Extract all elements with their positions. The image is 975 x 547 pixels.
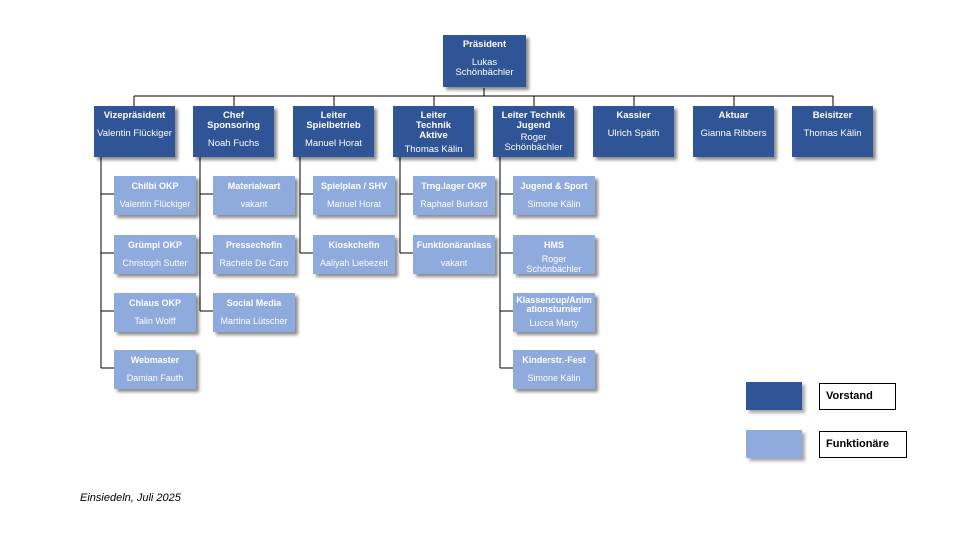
box-klassencup: Klassencup/Animationsturnier Lucca Marty	[513, 293, 595, 332]
person-name: Thomas Kälin	[404, 144, 463, 155]
legend-label-funktionaere: Funktionäre	[819, 431, 907, 458]
person-name: Lucca Marty	[529, 318, 579, 328]
box-hms: HMS Roger Schönbächler	[513, 235, 595, 274]
role-title: Chef Sponsoring	[207, 110, 260, 131]
role-title: Beisitzer	[812, 110, 853, 121]
person-name: Noah Fuchs	[207, 138, 260, 149]
box-webmaster: Webmaster Damian Fauth	[114, 350, 196, 389]
person-name: Lukas Schönbächler	[455, 57, 514, 78]
role-title: Materialwart	[227, 181, 281, 191]
person-name: Rachele De Caro	[219, 258, 289, 268]
person-name: Valentin Flückiger	[97, 128, 172, 139]
box-praesident: Präsident Lukas Schönbächler	[443, 35, 526, 87]
role-title: Webmaster	[130, 355, 180, 365]
person-name: vakant	[240, 199, 268, 209]
box-pressechefin: Pressechefin Rachele De Caro	[213, 235, 295, 274]
role-title: Social Media	[226, 298, 282, 308]
role-title: Klassencup/Animationsturnier	[516, 295, 592, 314]
person-name: Valentin Flückiger	[119, 199, 191, 209]
role-title: Pressechefin	[225, 240, 283, 250]
box-vizepraesident: Vizepräsident Valentin Flückiger	[94, 106, 175, 157]
person-name: Ulrich Späth	[607, 128, 660, 139]
box-kioskchefin: Kioskchefin Aaliyah Liebezeit	[313, 235, 395, 274]
role-title: Grümpi OKP	[127, 240, 182, 250]
box-aktuar: Aktuar Gianna Ribbers	[693, 106, 774, 157]
legend-label-vorstand: Vorstand	[819, 383, 896, 410]
role-title: Funktionäranlass	[416, 240, 492, 250]
box-social-media: Social Media Martina Lütscher	[213, 293, 295, 332]
person-name: Thomas Kälin	[803, 128, 862, 139]
legend-swatch-funktionaere	[746, 430, 802, 458]
person-name: Aaliyah Liebezeit	[319, 258, 389, 268]
person-name: Damian Fauth	[126, 373, 184, 383]
role-title: Aktuar	[718, 110, 749, 121]
person-name: Martina Lütscher	[220, 316, 288, 326]
box-trainingslager-okp: Trng.lager OKP Raphael Burkard	[413, 176, 495, 215]
legend-swatch-vorstand	[746, 382, 802, 410]
person-name: vakant	[440, 258, 468, 268]
box-kinderstrassenfest: Kinderstr.-Fest Simone Kälin	[513, 350, 595, 389]
box-chef-sponsoring: Chef Sponsoring Noah Fuchs	[193, 106, 274, 157]
box-chlaus-okp: Chlaus OKP Talin Wolff	[114, 293, 196, 332]
role-title: Leiter Spielbetrieb	[306, 110, 361, 131]
role-title: Kioskchefin	[328, 240, 380, 250]
person-name: Roger Schönbächler	[504, 132, 563, 153]
person-name: Manuel Horat	[326, 199, 382, 209]
box-funktionaeranlass: Funktionäranlass vakant	[413, 235, 495, 274]
person-name: Simone Kälin	[527, 373, 581, 383]
box-spielplan-shv: Spielplan / SHV Manuel Horat	[313, 176, 395, 215]
role-title: Vizepräsident	[103, 110, 166, 121]
box-chilbi-okp: Chilbi OKP Valentin Flückiger	[114, 176, 196, 215]
role-title: Präsident	[462, 39, 507, 50]
role-title: Trng.lager OKP	[421, 181, 487, 191]
person-name: Manuel Horat	[304, 138, 363, 149]
box-kassier: Kassier Ulrich Späth	[593, 106, 674, 157]
box-materialwart: Materialwart vakant	[213, 176, 295, 215]
role-title: Spielplan / SHV	[320, 181, 387, 191]
box-leiter-technik-jugend: Leiter Technik Jugend Roger Schönbächler	[493, 106, 574, 157]
role-title: Chilbi OKP	[131, 181, 179, 191]
person-name: Christoph Sutter	[122, 258, 188, 268]
box-leiter-technik-aktive: Leiter Technik Aktive Thomas Kälin	[393, 106, 474, 157]
role-title: Chlaus OKP	[128, 298, 181, 308]
box-beisitzer: Beisitzer Thomas Kälin	[792, 106, 873, 157]
box-jugend-sport: Jugend & Sport Simone Kälin	[513, 176, 595, 215]
role-title: Kassier	[616, 110, 651, 121]
person-name: Raphael Burkard	[420, 199, 488, 209]
box-gruempi-okp: Grümpi OKP Christoph Sutter	[114, 235, 196, 274]
role-title: HMS	[544, 240, 564, 250]
footer-location-date: Einsiedeln, Juli 2025	[80, 492, 181, 504]
person-name: Roger Schönbächler	[526, 254, 582, 274]
role-title: Leiter Technik Jugend	[501, 110, 566, 131]
person-name: Talin Wolff	[134, 316, 176, 326]
box-leiter-spielbetrieb: Leiter Spielbetrieb Manuel Horat	[293, 106, 374, 157]
role-title: Kinderstr.-Fest	[522, 355, 586, 365]
role-title: Leiter Technik Aktive	[415, 110, 452, 141]
role-title: Jugend & Sport	[520, 181, 588, 191]
person-name: Gianna Ribbers	[700, 128, 767, 139]
person-name: Simone Kälin	[527, 199, 581, 209]
